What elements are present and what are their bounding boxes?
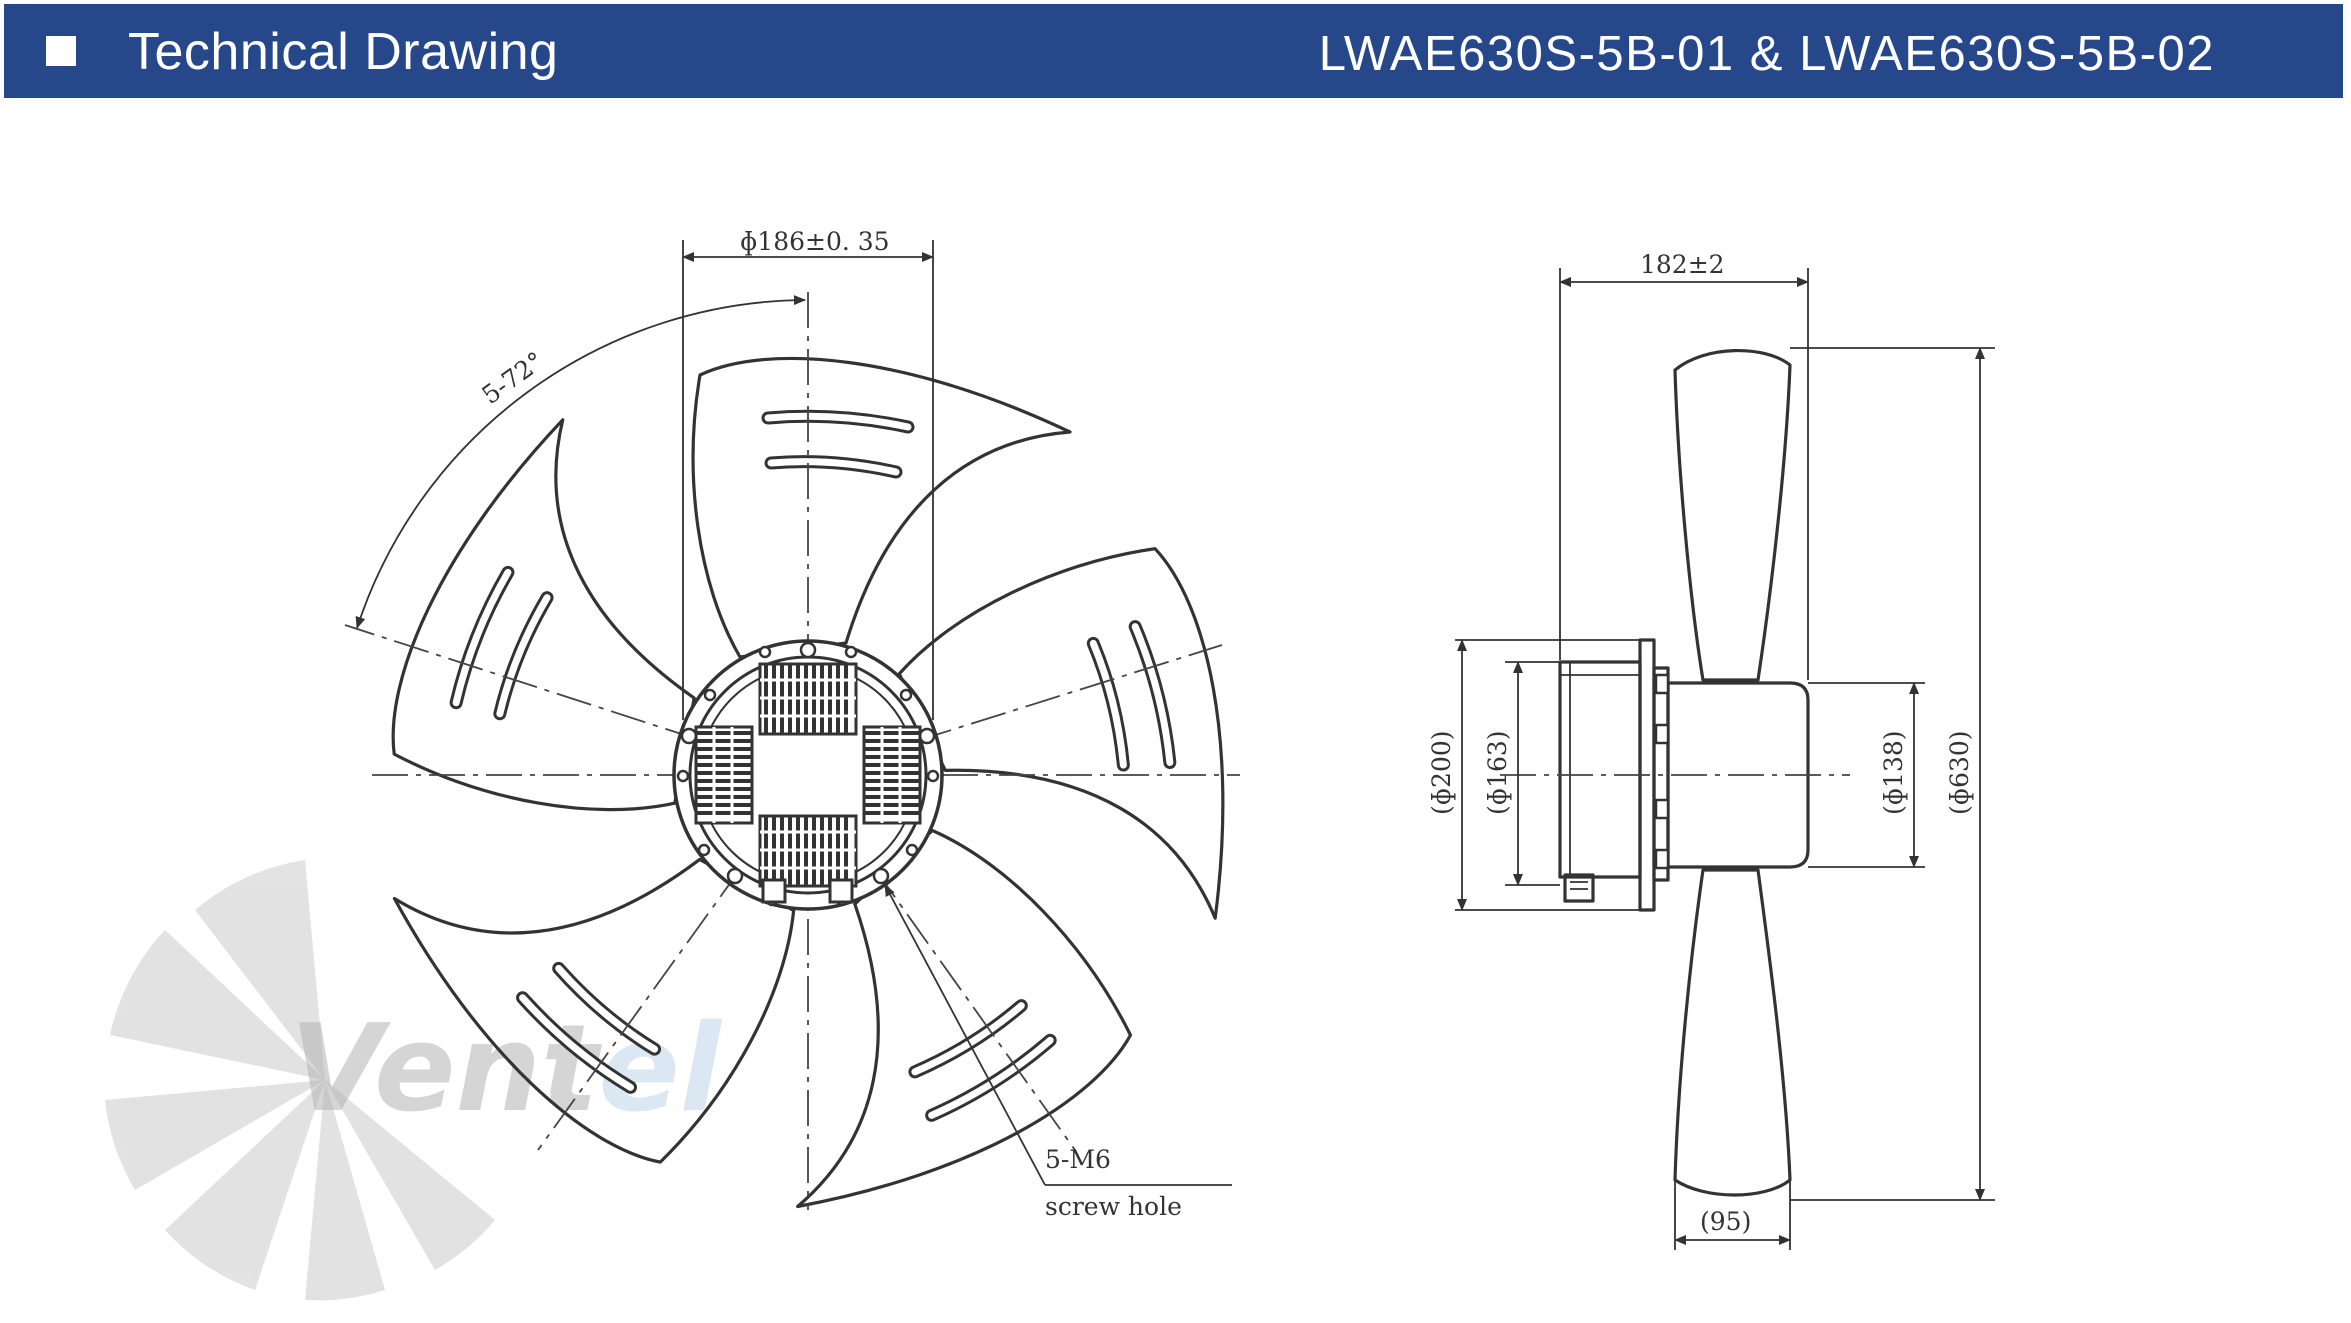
dim-depth: 182±2 [1559,250,1809,680]
dim-flange-diameter: (ɸ163) [1483,661,1560,886]
dim-blade-width-label: (95) [1700,1207,1751,1236]
watermark-text-dark: Vent [290,1000,603,1139]
dim-motor-diameter-label: (ɸ138) [1879,730,1908,815]
dim-fan-diameter: (ɸ630) [1790,347,1995,1201]
page-title: Technical Drawing [128,23,559,81]
screw-hole-label: screw hole [1045,1192,1182,1221]
square-bullet-icon [46,36,76,66]
cooling-fins [694,662,922,888]
blade-profile-lower [1673,868,1792,1197]
dim-motor-diameter: (ɸ138) [1808,682,1925,868]
dim-angle-label: 5-72° [476,346,549,410]
dim-hole-circle-label: ɸ186±0. 35 [740,227,890,256]
header-bar: Technical Drawing LWAE630S-5B-01 & LWAE6… [4,4,2343,98]
screw-hole-callout: 5-M6 screw hole [884,884,1232,1221]
dim-fan-diameter-label: (ɸ630) [1945,730,1974,815]
blade-1 [691,356,1072,659]
dim-blade-width: (95) [1674,1180,1791,1250]
cable-gland-icon [1563,873,1595,903]
dim-mount-diameter: (ɸ200) [1427,639,1640,911]
blade-2 [883,535,1287,990]
ventel-watermark: Ventel [105,860,723,1301]
screw-count-label: 5-M6 [1045,1145,1111,1174]
side-view: 182±2 (ɸ200) (ɸ163) (ɸ138) ( [1427,250,1995,1250]
dim-mount-diameter-label: (ɸ200) [1427,730,1456,815]
blade-profile-upper [1673,349,1792,682]
dim-flange-diameter-label: (ɸ163) [1483,730,1512,815]
rotor-body [1666,681,1810,869]
svg-text:Ventel: Ventel [290,1000,723,1139]
stator-housing [1558,660,1642,879]
model-number: LWAE630S-5B-01 & LWAE630S-5B-02 [1318,27,2215,81]
flange-ring [1652,666,1670,882]
front-view: ɸ186±0. 35 5-72° 5-M6 screw hole [344,227,1287,1268]
fan-logo-icon [105,860,495,1301]
motor-hub [672,639,944,911]
dim-depth-label: 182±2 [1640,250,1725,279]
